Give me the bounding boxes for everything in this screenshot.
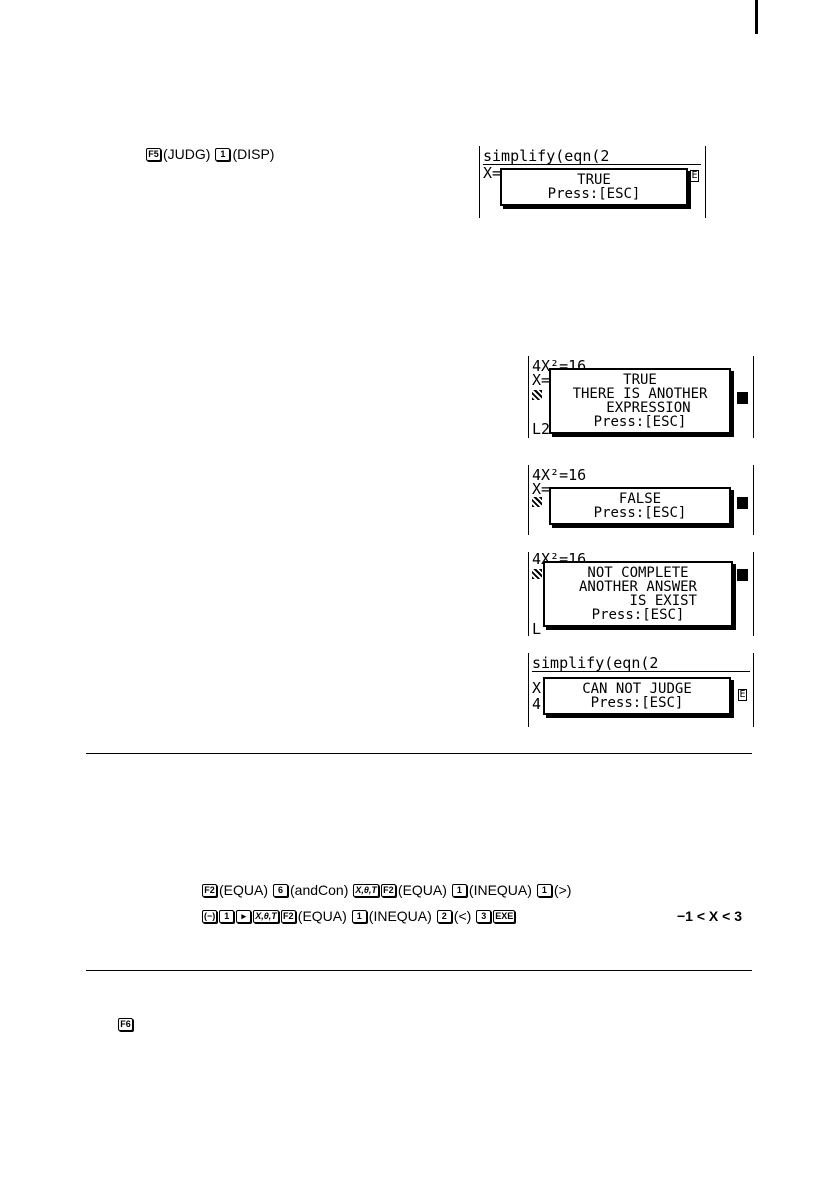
judge-display-keys: F5 (JUDG) 1 (DISP) [146, 146, 279, 162]
popup-line: IS EXIST [578, 593, 697, 609]
example-result: −1 < X < 3 [677, 908, 742, 924]
popup-line: EXPRESSION [589, 400, 691, 416]
footer-key-row: F6 [118, 1018, 135, 1031]
popup-line: ANOTHER ANSWER [578, 579, 697, 595]
one-key: 1 [451, 883, 467, 897]
popup-line: Press:[ESC] [590, 695, 684, 711]
judge-popup: TRUE Press:[ESC] [500, 168, 688, 206]
one-key: 1 [219, 909, 235, 923]
cursor-icon [532, 497, 542, 507]
f2-key: F2 [202, 883, 217, 897]
calc-screen-not-complete: 4X²=16 L NOT COMPLETE ANOTHER ANSWER IS … [528, 552, 754, 636]
key-label: (INEQUA) [368, 908, 432, 924]
screen-line: X= [532, 371, 551, 389]
calc-screen-true: simplify(eqn(2 X= E TRUE Press:[ESC] [479, 146, 706, 218]
judge-popup: TRUE THERE IS ANOTHER EXPRESSION Press:[… [549, 368, 731, 434]
f2-key: F2 [380, 883, 396, 897]
key-label: (INEQUA) [468, 882, 532, 898]
judge-popup: NOT COMPLETE ANOTHER ANSWER IS EXIST Pre… [543, 561, 733, 627]
screen-line: X [532, 679, 542, 697]
key-label: (andCon) [290, 882, 349, 898]
example-keys-row2: (−) 1 ▸ X,θ,T F2 (EQUA) 1 (INEQUA) 2 (<)… [202, 908, 517, 924]
example-keys-row1: F2 (EQUA) 6 (andCon) X,θ,T F2 (EQUA) 1 (… [202, 882, 576, 898]
section-divider [86, 753, 752, 754]
exe-key: EXE [493, 909, 516, 923]
popup-line: TRUE [623, 372, 657, 388]
key-label: (EQUA) [219, 882, 268, 898]
popup-line: TRUE [577, 172, 611, 188]
popup-line: Press:[ESC] [593, 414, 687, 430]
judge-popup: CAN NOT JUDGE Press:[ESC] [543, 677, 731, 715]
key-label: (DISP) [232, 146, 275, 162]
screen-header: simplify(eqn(2 [483, 149, 701, 165]
f5-key: F5 [146, 147, 161, 161]
key-label: (JUDG) [163, 146, 211, 162]
three-key: 3 [476, 909, 492, 923]
screen-line: 4X²=16 [532, 466, 587, 484]
six-key: 6 [273, 883, 288, 897]
page-edge-rule [755, 0, 758, 34]
popup-line: FALSE [618, 491, 662, 507]
cursor-right-key: ▸ [236, 909, 252, 923]
f6-key: F6 [118, 1018, 133, 1031]
x-theta-t-key: X,θ,T [353, 883, 379, 897]
popup-line: CAN NOT JUDGE [582, 681, 692, 697]
e-indicator-icon: E [690, 170, 699, 182]
screen-line: 4 [532, 695, 542, 713]
scroll-block-icon [737, 392, 748, 404]
popup-line: Press:[ESC] [591, 607, 685, 623]
popup-line: Press:[ESC] [547, 186, 641, 202]
cursor-icon [532, 390, 542, 400]
one-key: 1 [351, 909, 367, 923]
popup-line: THERE IS ANOTHER [572, 386, 708, 402]
key-label: (EQUA) [397, 882, 447, 898]
judge-popup: FALSE Press:[ESC] [549, 487, 731, 525]
screen-line: L [532, 620, 542, 637]
negative-key: (−) [202, 909, 218, 923]
popup-line: NOT COMPLETE [587, 565, 689, 581]
one-key: 1 [536, 883, 552, 897]
section-divider [86, 970, 752, 971]
scroll-block-icon [737, 569, 748, 581]
screen-header: simplify(eqn(2 [532, 656, 750, 672]
key-label: (<) [453, 908, 472, 924]
e-indicator-icon: E [738, 689, 747, 701]
key-label: (>) [553, 882, 572, 898]
f2-key: F2 [280, 909, 296, 923]
popup-line: Press:[ESC] [593, 505, 687, 521]
calc-screen-cannot-judge: simplify(eqn(2 X 4 E CAN NOT JUDGE Press… [528, 653, 754, 727]
calc-screen-true-another: 4X²=16 X= L2 16 TRUE THERE IS ANOTHER EX… [528, 356, 754, 438]
scroll-block-icon [737, 497, 748, 509]
x-theta-t-key: X,θ,T [253, 909, 279, 923]
screen-line: X= [483, 164, 502, 182]
cursor-icon [532, 569, 542, 579]
two-key: 2 [436, 909, 452, 923]
screen-line: X= [532, 480, 551, 498]
one-key: 1 [215, 147, 231, 161]
key-label: (EQUA) [297, 908, 347, 924]
calc-screen-false: 4X²=16 X= FALSE Press:[ESC] [528, 465, 754, 535]
